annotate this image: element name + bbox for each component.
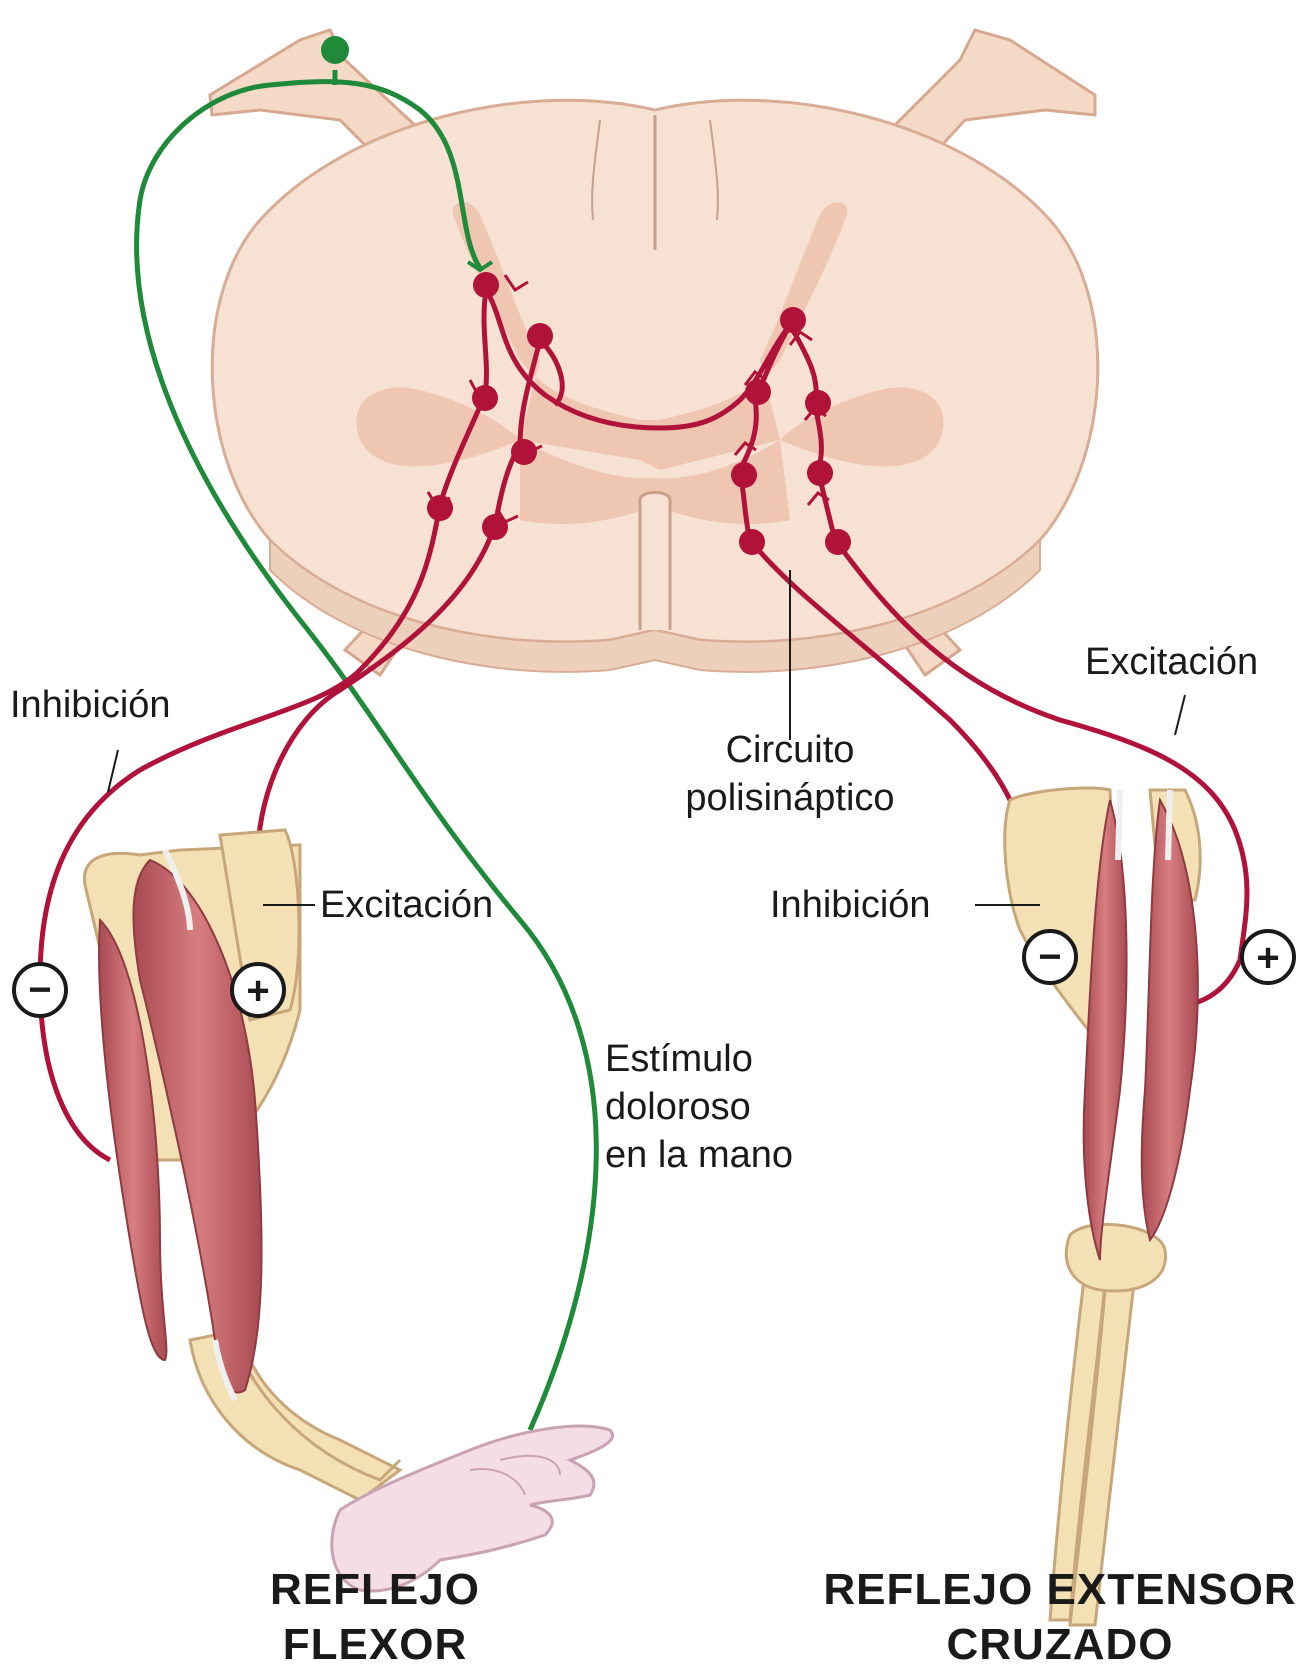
label-inhibition-left: Inhibición xyxy=(10,683,171,727)
label-stimulus-line3: en la mano xyxy=(605,1133,793,1177)
sign-minus-left: − xyxy=(14,964,66,1016)
title-extensor-line2: CRUZADO xyxy=(820,1620,1300,1670)
right-leg xyxy=(1005,788,1200,1625)
svg-text:−: − xyxy=(28,968,51,1012)
label-circuit-line2: polisináptico xyxy=(640,776,940,820)
title-flexor-line1: REFLEJO xyxy=(200,1565,550,1615)
dorsal-root-ganglion xyxy=(321,36,349,64)
title-extensor-line1: REFLEJO EXTENSOR xyxy=(820,1565,1300,1615)
label-stimulus-line1: Estímulo xyxy=(605,1037,753,1081)
label-inhibition-right: Inhibición xyxy=(770,883,931,927)
spinal-cord xyxy=(210,30,1098,675)
sign-plus-right: + xyxy=(1242,931,1294,983)
left-arm xyxy=(84,830,612,1591)
anterior-fissure xyxy=(640,493,670,631)
label-excitation-left: Excitación xyxy=(320,883,493,927)
sign-minus-right: − xyxy=(1024,931,1076,983)
label-stimulus-line2: doloroso xyxy=(605,1085,751,1129)
svg-text:+: + xyxy=(246,969,269,1013)
label-circuit-line1: Circuito xyxy=(640,728,940,772)
sign-plus-left: + xyxy=(232,964,284,1016)
label-excitation-right: Excitación xyxy=(1085,640,1258,684)
title-flexor-line2: FLEXOR xyxy=(200,1620,550,1670)
svg-text:−: − xyxy=(1038,935,1061,979)
svg-text:+: + xyxy=(1256,936,1279,980)
